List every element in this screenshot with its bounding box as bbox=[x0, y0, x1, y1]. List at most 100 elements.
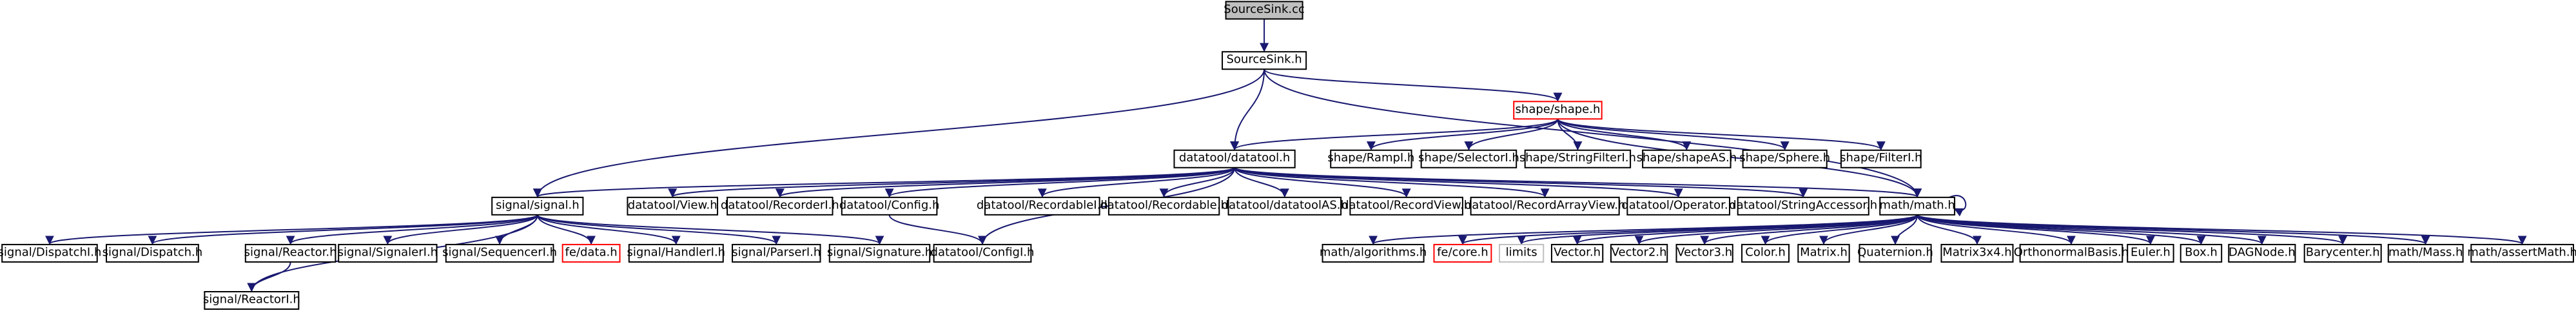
node-orthonormalbasis-h[interactable]: OrthonormalBasis.h bbox=[2014, 243, 2129, 263]
node-rampi-h[interactable]: shape/RampI.h bbox=[1327, 149, 1414, 168]
node-quaternion-h[interactable]: Quaternion.h bbox=[1857, 243, 1933, 263]
node-label: shape/StringFilterI.h bbox=[1519, 151, 1636, 165]
node-signature-h[interactable]: signal/Signature.h bbox=[827, 243, 932, 263]
node-fe-core-h: fe/core.h bbox=[1433, 243, 1492, 263]
node-recorderi-h[interactable]: datatool/RecorderI.h bbox=[721, 196, 839, 216]
node-datatoolas-h[interactable]: datatool/datatoolAS.h bbox=[1222, 196, 1348, 216]
node-box bbox=[1499, 243, 1545, 263]
node-box bbox=[1513, 101, 1603, 120]
node-euler-h[interactable]: Euler.h bbox=[2127, 243, 2174, 263]
edge-math_h-to-assertmath_h bbox=[1917, 214, 2527, 245]
node-box bbox=[1107, 196, 1220, 216]
node-reactori-h[interactable]: signal/ReactorI.h bbox=[203, 290, 300, 310]
node-assertmath-h[interactable]: math/assertMath.h bbox=[2467, 243, 2576, 263]
node-box-h[interactable]: Box.h bbox=[2180, 243, 2223, 263]
node-label: Barycenter.h bbox=[2306, 245, 2380, 259]
node-datatool-h[interactable]: datatool/datatool.h bbox=[1173, 149, 1296, 168]
node-box bbox=[1550, 243, 1604, 263]
node-reactor-h[interactable]: signal/Reactor.h bbox=[244, 243, 337, 263]
node-recordview-h[interactable]: datatool/RecordView.h bbox=[1342, 196, 1471, 216]
node-stringaccessor-h[interactable]: datatool/StringAccessor.h bbox=[1729, 196, 1877, 216]
node-vector-h[interactable]: Vector.h bbox=[1550, 243, 1604, 263]
edge-datatool_h-to-recordview_h bbox=[1234, 167, 1411, 198]
node-label: signal/DispatchI.h bbox=[0, 245, 101, 259]
edge-math_h-to-matrix_h bbox=[1819, 214, 1918, 245]
edge-datatool_h-to-view_h bbox=[668, 167, 1236, 198]
edge-datatool_h-to-recordablei_h bbox=[1037, 167, 1236, 198]
node-selectori-h[interactable]: shape/SelectorI.h bbox=[1418, 149, 1519, 168]
edge-sourcesink_h-to-datatool_h bbox=[1230, 69, 1265, 151]
node-box bbox=[1610, 243, 1668, 263]
node-box bbox=[1840, 149, 1922, 168]
node-shapeas-h[interactable]: shape/shapeAS.h bbox=[1637, 149, 1737, 168]
node-color-h[interactable]: Color.h bbox=[1741, 243, 1790, 263]
node-box bbox=[2180, 243, 2223, 263]
node-box bbox=[2470, 243, 2574, 263]
node-box bbox=[1420, 149, 1517, 168]
node-dispatch-h[interactable]: signal/Dispatch.h bbox=[102, 243, 203, 263]
node-sequenceri-h[interactable]: signal/SequencerI.h bbox=[442, 243, 557, 263]
node-label: Vector.h bbox=[1554, 245, 1601, 259]
node-dispatchi-h[interactable]: signal/DispatchI.h bbox=[0, 243, 101, 263]
node-recordable-h[interactable]: datatool/Recordable.h bbox=[1100, 196, 1228, 216]
node-label: Euler.h bbox=[2131, 245, 2171, 259]
node-label: math/assertMath.h bbox=[2467, 245, 2576, 259]
node-box bbox=[1470, 196, 1620, 216]
edge-math_h-to-vector2_h bbox=[1634, 214, 1918, 245]
node-box bbox=[2228, 243, 2296, 263]
node-label: signal/ReactorI.h bbox=[203, 292, 300, 306]
node-dagnode-h[interactable]: DAGNode.h bbox=[2228, 243, 2296, 263]
node-label: datatool/RecordableI.h bbox=[977, 198, 1108, 212]
node-stringfilteri-h[interactable]: shape/StringFilterI.h bbox=[1519, 149, 1636, 168]
node-handleri-h[interactable]: signal/HandlerI.h bbox=[627, 243, 725, 263]
node-matrix-h[interactable]: Matrix.h bbox=[1797, 243, 1850, 263]
node-recordarrayview-h[interactable]: datatool/RecordArrayView.h bbox=[1465, 196, 1626, 216]
node-vector2-h[interactable]: Vector2.h bbox=[1610, 243, 1668, 263]
node-math-h[interactable]: math/math.h bbox=[1879, 196, 1956, 216]
node-sourcesink-h[interactable]: SourceSink.h bbox=[1222, 51, 1307, 70]
node-label: signal/ParserI.h bbox=[732, 245, 821, 259]
node-label: datatool/Config.h bbox=[839, 198, 940, 212]
edge-signal_h-to-dispatch_h bbox=[148, 214, 538, 245]
node-sourcesink-cc[interactable]: SourceSink.cc bbox=[1224, 1, 1305, 20]
edge-shape_h-to-rampi_h bbox=[1367, 118, 1559, 151]
node-box bbox=[1742, 149, 1828, 168]
node-parseri-h[interactable]: signal/ParserI.h bbox=[732, 243, 821, 263]
node-recordablei-h[interactable]: datatool/RecordableI.h bbox=[977, 196, 1108, 216]
node-mass-h[interactable]: math/Mass.h bbox=[2387, 243, 2464, 263]
node-matrix3x4-h[interactable]: Matrix3x4.h bbox=[1940, 243, 2014, 263]
node-box bbox=[338, 243, 438, 263]
node-box bbox=[2303, 243, 2382, 263]
node-label: Box.h bbox=[2185, 245, 2218, 259]
node-signal-h[interactable]: signal/signal.h bbox=[491, 196, 584, 216]
node-box bbox=[1225, 1, 1303, 20]
node-view-h[interactable]: datatool/View.h bbox=[627, 196, 719, 216]
node-sphere-h[interactable]: shape/Sphere.h bbox=[1739, 149, 1830, 168]
node-box bbox=[1227, 196, 1342, 216]
edge-datatool_h-to-config_h bbox=[884, 167, 1236, 198]
edge-datatool_h-to-recordarrayview_h bbox=[1234, 167, 1550, 198]
node-signaleri-h[interactable]: signal/SignalerI.h bbox=[338, 243, 438, 263]
edge-signal_h-to-reactor_h bbox=[286, 214, 538, 245]
edge-signal_h-to-signaleri_h bbox=[383, 214, 538, 245]
node-box bbox=[1, 243, 98, 263]
node-algorithms-h[interactable]: math/algorithms.h bbox=[1320, 243, 1427, 263]
node-label: shape/FilterI.h bbox=[1840, 151, 1922, 165]
node-operator-h[interactable]: datatool/Operator.h bbox=[1621, 196, 1735, 216]
node-label: Vector3.h bbox=[1677, 245, 1732, 259]
node-label: math/math.h bbox=[1880, 198, 1955, 212]
node-box bbox=[1349, 196, 1463, 216]
node-configi-h[interactable]: datatool/ConfigI.h bbox=[931, 243, 1035, 263]
node-barycenter-h[interactable]: Barycenter.h bbox=[2303, 243, 2382, 263]
node-label: datatool/Operator.h bbox=[1621, 198, 1735, 212]
node-filteri-h[interactable]: shape/FilterI.h bbox=[1840, 149, 1922, 168]
edge-sourcesink_h-to-shape_h bbox=[1264, 68, 1563, 102]
edge-math_h-to-limits bbox=[1517, 214, 1918, 245]
node-box bbox=[1940, 243, 2014, 263]
edge-signal_h-to-parseri_h bbox=[536, 214, 781, 245]
node-label: datatool/Recordable.h bbox=[1100, 198, 1228, 212]
edge-math_h-to-matrix3x4_h bbox=[1917, 214, 1982, 245]
node-config-h[interactable]: datatool/Config.h bbox=[839, 196, 940, 216]
node-vector3-h[interactable]: Vector3.h bbox=[1675, 243, 1733, 263]
